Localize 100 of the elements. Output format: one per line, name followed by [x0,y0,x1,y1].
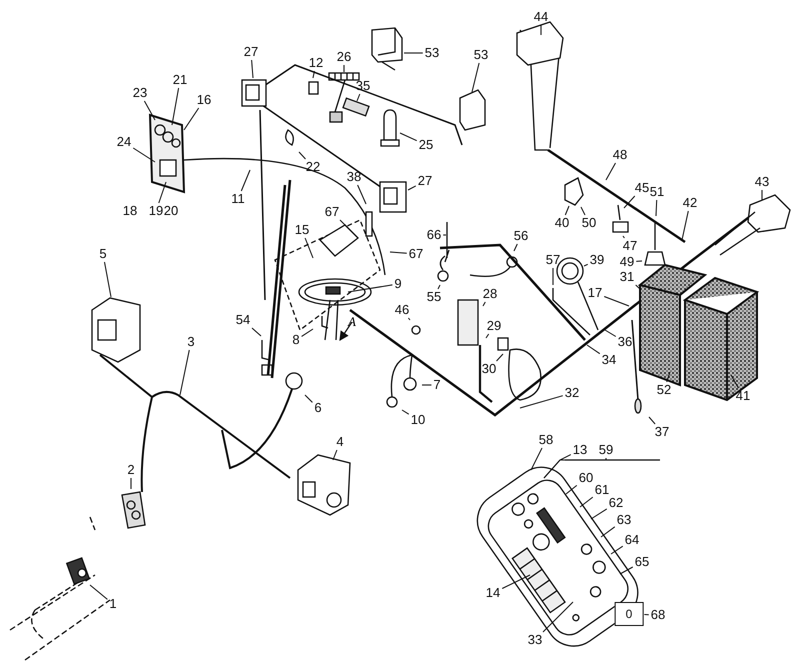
callout-number: 53 [424,46,440,60]
callout-number: 17 [586,286,604,300]
leader-line [340,220,348,228]
callout-number: 49 [618,255,636,269]
callout-number: 29 [486,319,502,333]
callout-number: 37 [654,425,670,439]
leader-line [172,88,180,126]
callout-number: 46 [394,303,410,317]
callout-number: 53 [472,48,490,62]
leader-line [502,574,530,589]
callout-number: 27 [242,45,260,59]
callout-number: 13 [572,443,588,457]
callout-number: 67 [324,205,340,219]
leader-line [357,184,366,204]
callout-number: 5 [98,247,108,261]
leader-line [404,52,424,54]
callout-number: 66 [426,228,442,242]
callout-number: 68 [650,608,666,622]
callout-number: 30 [480,362,498,376]
callout-number: 36 [616,335,634,349]
leader-line [552,268,554,286]
leader-line [666,372,670,382]
callout-number: 64 [624,533,640,547]
leader-line [184,108,200,130]
leader-line [422,384,432,386]
callout-number: 31 [618,270,636,284]
leader-line [620,566,634,574]
leader-line [580,496,594,508]
view-label: A [348,314,356,330]
leader-line [682,210,689,240]
callout-number: 40 [554,216,570,230]
callout-number: 15 [294,223,310,237]
callout-number: 18 [122,204,138,218]
leader-line [486,334,490,338]
callout-number: 12 [308,56,324,70]
callout-number: 23 [132,86,148,100]
leader-line [730,374,739,388]
leader-line [144,100,156,120]
leader-line [482,302,486,306]
leader-line [544,458,606,478]
leader-line [540,24,542,36]
leader-line [332,450,338,460]
callout-number: 56 [512,229,530,243]
callout-number: 6 [313,401,323,415]
leader-line [180,350,190,396]
callout-number: 21 [172,73,188,87]
callout-number: 42 [682,196,698,210]
leader-line [580,206,586,216]
leader-line [584,264,588,266]
callout-number: 32 [564,386,580,400]
callout-number: 28 [482,287,498,301]
leader-line [90,584,108,600]
leader-line [472,62,480,92]
callout-number: 38 [346,170,362,184]
callout-number: 9 [393,277,403,291]
callout-number: 14 [484,586,502,600]
leader-line [520,395,564,408]
leader-line [566,484,578,494]
leader-line [304,394,313,403]
leader-line [402,410,410,415]
leader-line [301,328,314,337]
callout-number: 54 [234,313,252,327]
callout-number: 50 [580,216,598,230]
leader-line [298,152,306,160]
leader-line [348,284,393,292]
leader-line [542,602,574,632]
leader-line [132,148,156,162]
leader-line [438,284,440,290]
callout-number: 20 [162,204,180,218]
callout-number: 1 [108,597,118,611]
leader-line [656,200,658,216]
callout-number: 8 [291,333,301,347]
leader-line [644,614,650,616]
callout-number: 58 [538,433,554,447]
callout-number: 16 [196,93,212,107]
callout-number: 39 [588,253,606,267]
callout-number: 55 [426,290,442,304]
switch-symbol: 0 [614,602,644,626]
leader-line [158,182,166,204]
leader-line [240,170,250,192]
leader-line [252,328,262,336]
callout-number: 65 [634,555,650,569]
leader-line [400,132,418,142]
callout-number: 3 [186,335,196,349]
leader-line [586,344,600,354]
callout-number: 48 [612,148,628,162]
callout-number: 25 [418,138,434,152]
leader-line [635,284,640,290]
leader-line [648,416,656,424]
callout-number: 43 [754,175,770,189]
callout-number: 4 [335,435,345,449]
callout-number: 44 [532,10,550,24]
callout-number: 57 [544,253,562,267]
leader-line [564,206,570,216]
leader-line [624,196,636,208]
callout-number: 11 [230,192,246,206]
callout-number: 34 [600,353,618,367]
callout-number: 26 [336,50,352,64]
leader-line [622,236,625,238]
leader-line [304,238,314,258]
